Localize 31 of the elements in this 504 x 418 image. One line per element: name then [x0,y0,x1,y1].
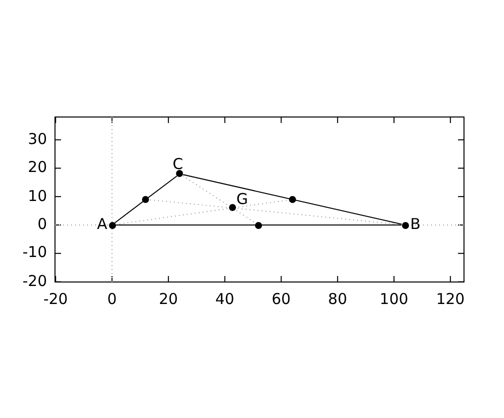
triangle-side [182,174,402,225]
axis-tick-label: 0 [37,217,47,232]
point-label: G [236,192,248,207]
point-marker [108,222,116,228]
axis-tick-label: 20 [28,160,47,176]
point-marker [142,196,150,203]
point-marker [402,222,409,228]
axis-tick-label: 20 [158,292,178,307]
point-marker [288,196,296,203]
triangle-side [115,224,402,226]
axis-tick-label: 100 [380,292,408,307]
median-line [182,175,256,224]
point-label: A [97,217,108,232]
point-label: C [172,156,184,172]
axis-tick-label: 40 [215,292,234,307]
point-marker [176,170,184,178]
triangle-side [114,176,178,224]
axis-tick-label: -20 [43,292,68,307]
point-marker [228,204,236,212]
axis-tick-label: 60 [272,292,291,307]
axis-tick-label: -20 [22,274,47,289]
median-line [114,199,290,225]
point-marker [255,222,262,228]
axis-tick-label: -10 [22,245,47,260]
axis-tick-label: 0 [107,292,117,307]
axis-tick-label: 30 [28,132,47,147]
axis-tick-label: 10 [28,188,47,204]
median-line [148,199,402,226]
point-label: B [410,217,421,232]
axis-tick-label: 120 [436,292,465,307]
axis-tick-label: 80 [328,292,348,307]
